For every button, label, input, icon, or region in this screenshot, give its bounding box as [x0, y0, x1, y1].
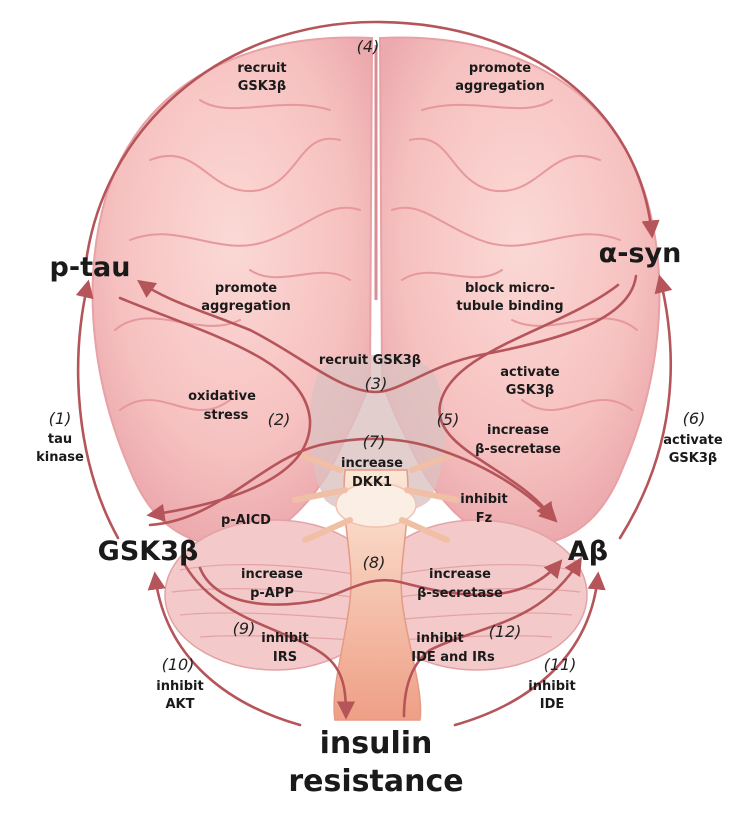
node-p-tau: p-tau	[50, 252, 131, 283]
label-inhibit-fz-2: Fz	[476, 511, 492, 526]
label-promote-agg-top-2: aggregation	[455, 79, 545, 94]
num-1: (1)	[49, 409, 72, 428]
arrow-12-insulin-to-abeta	[402, 556, 582, 718]
label-inhibit-ide-2: IDE	[540, 697, 565, 712]
label-inhibit-irs-1: inhibit	[261, 631, 308, 646]
label-block-1: block micro-	[465, 281, 555, 296]
label-oxidative-2: stress	[204, 408, 249, 423]
nodes: p-tau α-syn GSK3β Aβ insulin resistance	[50, 238, 682, 799]
brain-illustration	[91, 36, 661, 721]
node-alpha-syn: α-syn	[599, 238, 682, 269]
label-increase-dkk-2: DKK1	[352, 475, 392, 490]
label-increase-bsec-mid-1: increase	[487, 423, 549, 438]
label-oxidative-1: oxidative	[188, 389, 256, 404]
label-promote-agg-mid-1: promote	[215, 281, 277, 296]
label-inhibit-ide-irs-2: IDE and IRs	[411, 650, 495, 665]
arrow-10-insulin-to-gsk	[147, 571, 302, 727]
label-recruit-gsk-mid: recruit GSK3β	[319, 353, 421, 368]
node-insulin-line1: insulin	[320, 726, 433, 761]
arrow-5-asyn-to-abeta	[438, 283, 620, 522]
label-recruit-gsk-top-2: GSK3β	[238, 79, 286, 94]
gyri	[114, 99, 638, 411]
cranial-nerves	[292, 452, 460, 543]
node-abeta: Aβ	[568, 536, 608, 567]
label-increase-bsec-mid-2: β-secretase	[475, 442, 561, 457]
arrow-7-gsk-to-abeta	[148, 437, 558, 527]
node-insulin-line2: resistance	[288, 764, 463, 799]
label-inhibit-akt-1: inhibit	[156, 679, 203, 694]
num-8: (8)	[363, 553, 386, 572]
num-7: (7)	[363, 432, 386, 451]
label-activate-gsk-mid-1: activate	[500, 365, 560, 380]
label-activate-gsk-mid-2: GSK3β	[506, 383, 554, 398]
arrow-11-insulin-to-abeta	[453, 571, 606, 727]
label-tau-kinase-1: tau	[48, 432, 72, 447]
arrow-6-abeta-to-asyn	[618, 274, 673, 540]
label-increase-dkk-1: increase	[341, 456, 403, 471]
brainstem	[333, 469, 422, 721]
label-promote-agg-mid-2: aggregation	[201, 299, 291, 314]
arrows	[75, 20, 673, 727]
arrow-1-gsk-to-ptau	[75, 279, 120, 540]
num-6: (6)	[683, 409, 706, 428]
num-10: (10)	[162, 655, 195, 674]
num-3: (3)	[365, 374, 388, 393]
label-recruit-gsk-top-1: recruit	[237, 61, 286, 76]
label-inhibit-ide-1: inhibit	[528, 679, 575, 694]
label-increase-papp-2: p-APP	[250, 586, 294, 601]
label-inhibit-ide-irs-1: inhibit	[416, 631, 463, 646]
label-block-2: tubule binding	[456, 299, 563, 314]
label-inhibit-fz-1: inhibit	[460, 492, 507, 507]
num-4: (4)	[357, 37, 380, 56]
arrow-asyn-to-ptau	[137, 274, 638, 394]
num-11: (11)	[544, 655, 577, 674]
label-inhibit-irs-2: IRS	[273, 650, 297, 665]
label-increase-papp-1: increase	[241, 567, 303, 582]
edge-labels: (4) recruit GSK3β promote aggregation pr…	[36, 37, 723, 712]
label-increase-bsec-low-1: increase	[429, 567, 491, 582]
arrow-9-gsk-to-insulin	[183, 563, 356, 720]
brainstem-top	[335, 482, 417, 528]
node-gsk3b: GSK3β	[98, 536, 199, 567]
num-9: (9)	[233, 619, 256, 638]
num-12: (12)	[489, 622, 522, 641]
central-cavity	[309, 355, 446, 515]
label-inhibit-akt-2: AKT	[165, 697, 194, 712]
label-activate-gsk-right-1: activate	[663, 433, 723, 448]
label-tau-kinase-2: kinase	[36, 450, 84, 465]
label-increase-bsec-low-2: β-secretase	[417, 586, 503, 601]
num-2: (2)	[268, 410, 291, 429]
label-p-aicd: p-AICD	[221, 513, 271, 528]
arrow-4-top-arc	[83, 20, 660, 272]
label-promote-agg-top-1: promote	[469, 61, 531, 76]
num-5: (5)	[437, 410, 460, 429]
label-activate-gsk-right-2: GSK3β	[669, 451, 717, 466]
arrow-oxidative-to-gsk	[118, 296, 312, 522]
arrow-8-gsk-to-abeta	[198, 559, 563, 606]
